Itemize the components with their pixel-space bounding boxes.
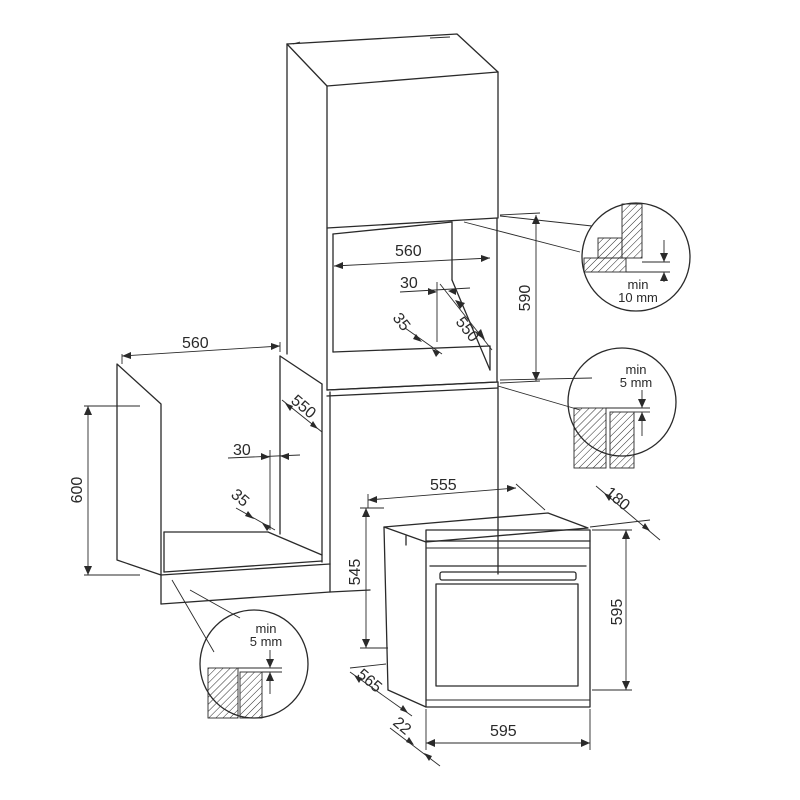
tall-cabinet [286,33,499,575]
oven-555-label: 555 [430,477,457,494]
detail-middle-line2: 5 mm [620,375,653,390]
oven-545-label: 545 [347,559,364,586]
detail-top-line2: 10 mm [618,290,658,305]
detail-top: min 10 mm [463,202,691,312]
upper-height-label: 590 [517,285,534,312]
dim-upper-width: 560 [333,243,491,269]
upper-niche [326,217,499,397]
detail-bottom-line2: 5 mm [250,634,283,649]
dim-upper-30: 30 [399,275,471,342]
dim-oven-595-width: 595 [425,709,591,750]
oven-595-width-label: 595 [490,723,517,740]
dim-upper-height: 590 [499,212,541,384]
dim-lower-width: 560 [121,335,281,364]
dim-lower-height: 600 [69,405,140,576]
dim-lower-35: 35 [227,486,276,531]
oven-595-height-label: 595 [609,599,626,626]
lower-35-label: 35 [227,486,252,511]
oven-565-label: 565 [353,666,384,696]
dim-upper-depth: 550 [439,283,493,351]
dim-oven-555: 555 [367,477,546,511]
dim-oven-545: 545 [347,507,388,649]
lower-height-label: 600 [69,477,86,504]
dim-lower-depth: 550 [281,392,323,433]
detail-middle: min 5 mm [497,347,677,469]
lower-30-label: 30 [233,442,251,459]
detail-top-line1: min [628,277,649,292]
dim-lower-30: 30 [227,442,301,530]
detail-middle-line1: min [626,362,647,377]
dim-oven-22: 22 [389,714,441,767]
lower-width-label: 560 [182,335,209,352]
dim-oven-595-height: 595 [592,529,632,691]
dim-oven-565: 565 [349,663,413,717]
oven [383,512,591,708]
dim-oven-180: 180 [589,484,661,541]
detail-bottom: min 5 mm [171,579,309,719]
upper-width-label: 560 [395,243,422,260]
upper-30-label: 30 [400,275,418,292]
lower-depth-label: 550 [287,392,318,422]
detail-bottom-line1: min [256,621,277,636]
lower-cabinet [116,355,371,605]
oven-22-label: 22 [389,714,414,739]
oven-180-label: 180 [601,484,632,514]
